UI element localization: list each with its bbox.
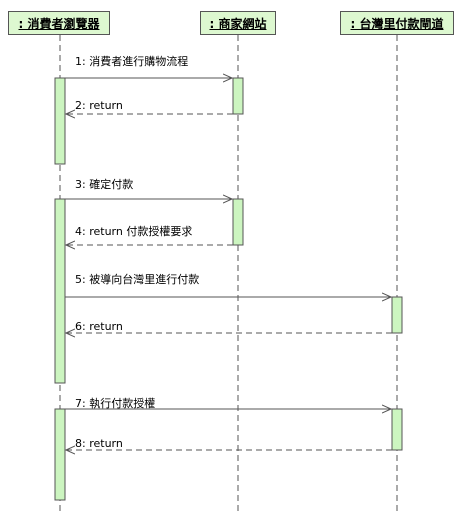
message-label-1: 1: 消費者進行購物流程 bbox=[75, 55, 189, 68]
message-label-4: 4: return 付款授權要求 bbox=[75, 225, 193, 238]
message-label-2: 2: return bbox=[75, 99, 123, 112]
message-label-3: 3: 確定付款 bbox=[75, 178, 134, 191]
activation-browser-2 bbox=[54, 198, 66, 384]
activation-gateway-1 bbox=[391, 296, 403, 334]
message-label-7: 7: 執行付款授權 bbox=[75, 397, 156, 410]
lifeline-head-browser: : 消費者瀏覽器 bbox=[8, 11, 110, 35]
lifeline-label-browser: : 消費者瀏覽器 bbox=[18, 16, 100, 31]
lifeline-label-merchant-site: : 商家網站 bbox=[209, 16, 267, 31]
message-label-8: 8: return bbox=[75, 437, 123, 450]
message-label-6: 6: return bbox=[75, 320, 123, 333]
activation-merchant-2 bbox=[232, 198, 244, 246]
message-label-5: 5: 被導向台灣里進行付款 bbox=[75, 273, 200, 286]
activation-browser-1 bbox=[54, 77, 66, 165]
lifeline-head-merchant-site: : 商家網站 bbox=[200, 11, 276, 35]
activation-browser-3 bbox=[54, 408, 66, 501]
activation-gateway-2 bbox=[391, 408, 403, 451]
activation-merchant-1 bbox=[232, 77, 244, 115]
lifeline-label-payment-gateway: : 台灣里付款閘道 bbox=[350, 16, 444, 31]
lifeline-head-payment-gateway: : 台灣里付款閘道 bbox=[340, 11, 454, 35]
